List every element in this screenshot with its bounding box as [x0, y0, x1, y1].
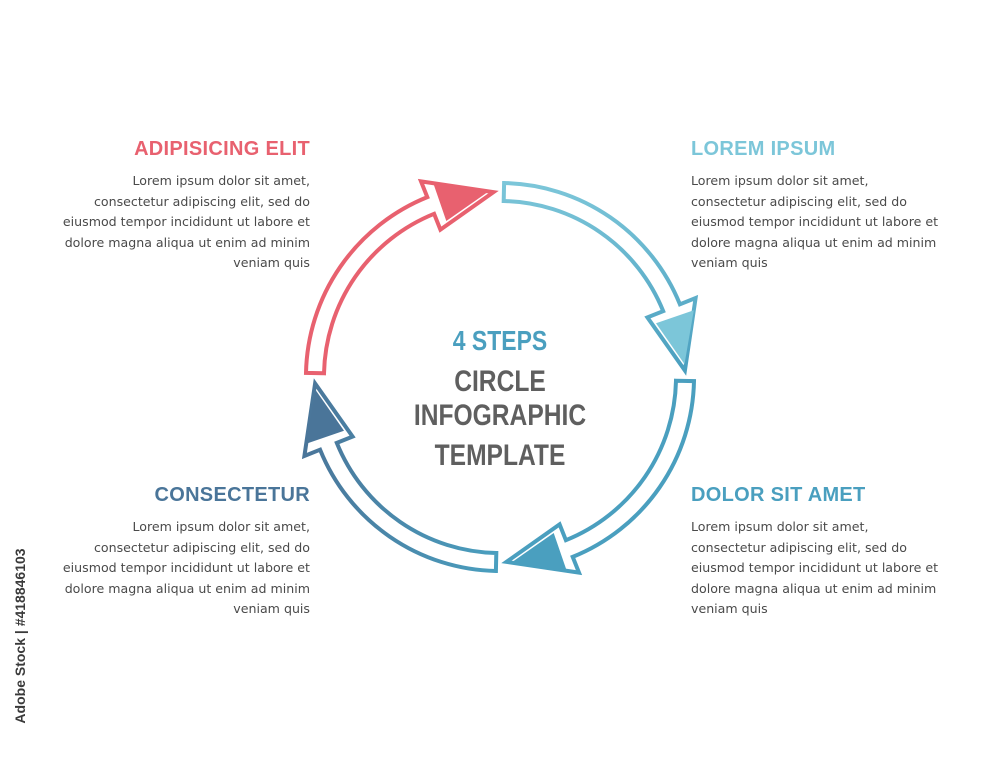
step-line: veniam quis	[233, 255, 310, 270]
step-line: Lorem ipsum dolor sit amet,	[132, 519, 311, 534]
step-line: consectetur adipiscing elit, sed do	[94, 193, 310, 209]
arrow-segment-3-head	[306, 389, 344, 444]
step-line: Lorem ipsum dolor sit amet,	[132, 173, 311, 188]
step-title: CONSECTETUR	[154, 484, 310, 506]
arrow-segment-2-head	[512, 533, 567, 571]
step-line: dolore magna aliqua ut enim ad minim	[691, 580, 937, 596]
step-line: Lorem ipsum dolor sit amet,	[691, 519, 869, 534]
step-line: dolore magna aliqua ut enim ad minim	[64, 580, 310, 596]
step-line: dolore magna aliqua ut enim ad minim	[64, 234, 310, 250]
step-line: consectetur adipiscing elit, sed do	[691, 193, 907, 209]
step-description: Lorem ipsum dolor sit amet, consectetur …	[691, 171, 951, 274]
step-line: veniam quis	[233, 601, 310, 616]
center-title: 4 STEPS CIRCLE INFOGRAPHIC TEMPLATE	[350, 325, 650, 473]
step-line: consectetur adipiscing elit, sed do	[691, 539, 907, 555]
step-line: eiusmod tempor incididunt ut labore et	[62, 560, 310, 575]
center-subheading: TEMPLATE	[434, 439, 566, 472]
arrow-segment-2	[501, 378, 697, 576]
watermark-text: Adobe Stock | #418846103	[12, 548, 28, 724]
step-description: Lorem ipsum dolor sit amet, consectetur …	[50, 517, 310, 620]
step-lorem-ipsum: LOREM IPSUM Lorem ipsum dolor sit amet, …	[691, 138, 951, 274]
arrow-segment-1-head	[656, 310, 694, 365]
stock-watermark: Adobe Stock | #418846103	[6, 522, 34, 750]
center-steps-label: 4 STEPS	[452, 325, 548, 356]
arrow-segment-4	[303, 178, 499, 376]
arrow-segment-3	[301, 378, 499, 574]
arrow-segment-4-head	[433, 183, 488, 221]
step-dolor-sit-amet: DOLOR SIT AMET Lorem ipsum dolor sit ame…	[691, 484, 951, 620]
step-line: veniam quis	[691, 255, 768, 270]
step-line: eiusmod tempor incididunt ut labore et	[62, 214, 310, 229]
step-title: LOREM IPSUM	[691, 138, 836, 160]
step-line: dolore magna aliqua ut enim ad minim	[691, 234, 937, 250]
step-adipisicing-elit: ADIPISICING ELIT Lorem ipsum dolor sit a…	[50, 138, 310, 274]
step-line: Lorem ipsum dolor sit amet,	[691, 173, 869, 188]
step-consectetur: CONSECTETUR Lorem ipsum dolor sit amet, …	[50, 484, 310, 620]
step-title: ADIPISICING ELIT	[134, 138, 310, 160]
step-line: eiusmod tempor incididunt ut labore et	[691, 214, 939, 229]
step-title: DOLOR SIT AMET	[691, 484, 866, 506]
center-heading: CIRCLE INFOGRAPHIC	[413, 365, 587, 432]
step-line: consectetur adipiscing elit, sed do	[94, 539, 310, 555]
arrow-segment-1	[501, 180, 699, 376]
step-description: Lorem ipsum dolor sit amet, consectetur …	[691, 517, 951, 620]
step-line: veniam quis	[691, 601, 768, 616]
step-description: Lorem ipsum dolor sit amet, consectetur …	[50, 171, 310, 274]
step-line: eiusmod tempor incididunt ut labore et	[691, 560, 939, 575]
